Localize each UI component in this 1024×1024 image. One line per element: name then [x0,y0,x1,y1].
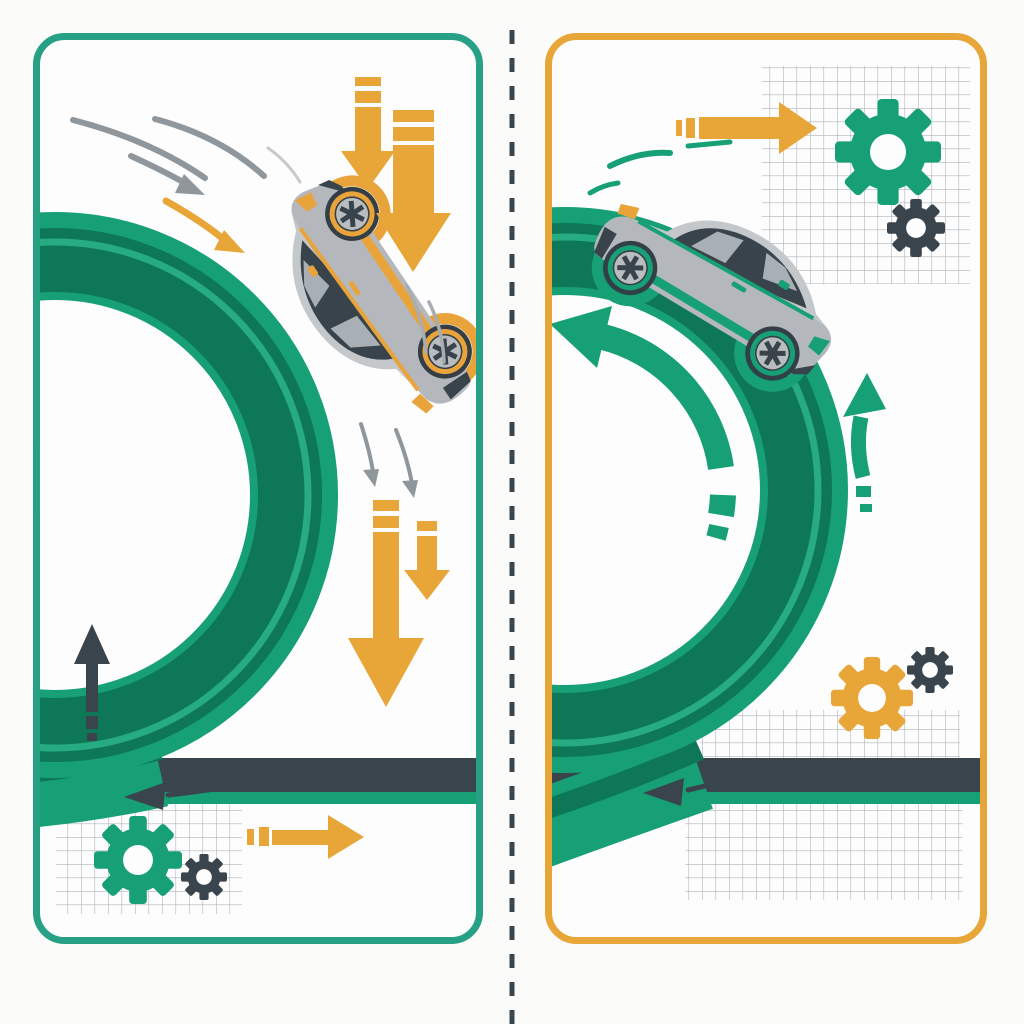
track-exit-band [40,733,169,831]
blueprint-grid [685,802,963,900]
curved-arrowhead-icon [552,306,612,368]
normal-force-up-arrow [74,624,110,741]
small-fall-arrows [359,422,418,498]
up-arrow-dash [856,486,871,497]
track-exit-band-shade [552,740,705,822]
direction-arrowhead-icon [643,778,684,806]
loop-track [552,207,848,867]
orange-fall-arrow [162,197,245,253]
swoosh-line [70,117,208,181]
left-panel-border [33,33,483,944]
direction-arrow-tail [165,762,323,798]
gear-icon [831,657,913,739]
curved-arrow-dash [706,523,729,541]
gear-icon [907,647,953,693]
gravity-down-arrows [341,77,451,707]
speed-dash [587,180,621,196]
left-panel [33,33,483,944]
down-arrow-icon [376,110,451,272]
up-arrowhead-icon [843,373,886,417]
swoosh-line-faint [266,146,302,184]
up-lift-arrow [843,373,886,512]
fall-swoosh-arrows [70,116,302,195]
direction-arrow-tail [685,759,793,793]
orange-arrowhead-icon [214,230,245,253]
curved-lift-arrow [552,306,736,541]
direction-arrow [124,762,323,810]
loop-ring-stripe [40,238,312,752]
speed-dash [607,149,673,169]
swoosh-arrowhead-icon [175,174,205,195]
road-green-strip [110,792,476,804]
small-arrowhead-icon [363,469,379,487]
down-arrow-icon [341,77,395,189]
road [110,758,476,804]
up-arrow-shaft [850,415,871,479]
loop-track [40,212,338,831]
swoosh-line [152,116,267,179]
forward-arrow-icon [247,815,364,859]
track-exit-band [552,735,713,867]
down-arrow-icon [348,500,424,707]
blueprint-grid [700,710,960,758]
speed-dashes [587,139,733,196]
loop-ring-shade [552,223,832,757]
up-arrow-dash [860,504,872,512]
small-arrowhead-icon [402,480,418,498]
direction-arrowhead-icon [124,782,166,810]
forward-arrow-icon [676,102,817,154]
road-surface [110,758,476,792]
curved-arrow-body [599,324,734,471]
right-panel-border [545,33,987,944]
speed-dash [685,139,733,149]
loop-ring-shade [40,228,322,762]
right-panel [545,33,987,944]
gear-icon [94,816,182,904]
gear-icon [835,99,941,205]
down-arrow-icon [404,521,450,600]
gear-icon [181,854,227,900]
fall-trace-lines [405,284,446,364]
gear-icon [887,199,945,257]
curved-arrow-dash [708,494,736,518]
loop-ring-stripe [552,233,822,747]
direction-arrow [643,759,793,806]
